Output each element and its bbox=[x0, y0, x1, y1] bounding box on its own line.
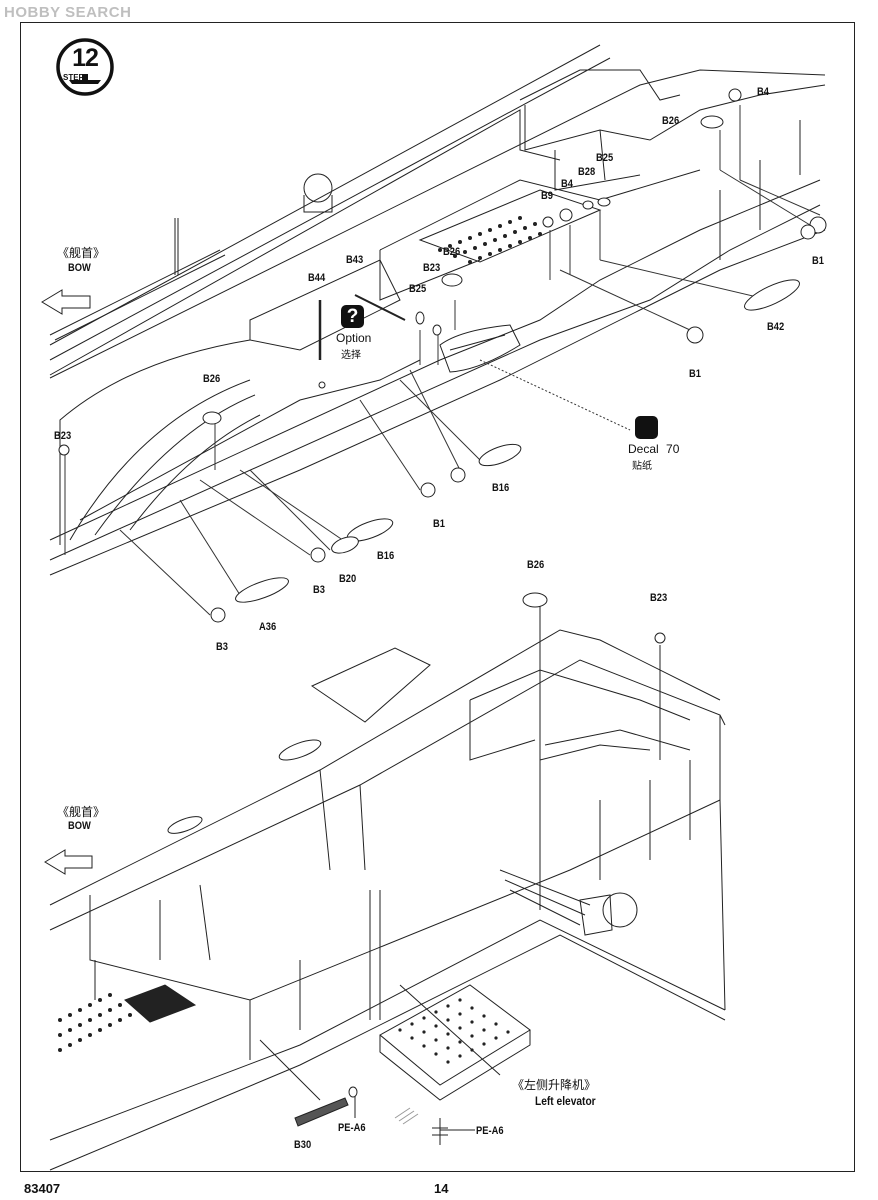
part-label: B25 bbox=[596, 152, 614, 164]
part-label: B30 bbox=[294, 1139, 312, 1151]
pe-hatch-mark bbox=[394, 1107, 419, 1125]
bow-arrow-top bbox=[41, 289, 91, 315]
bow-label-bottom-en: BOW bbox=[68, 820, 91, 832]
step-label: STEP bbox=[63, 73, 84, 82]
hull-bottom-drawing bbox=[44, 605, 726, 1171]
leader-lines-top bbox=[64, 105, 821, 616]
option-icon: ? bbox=[341, 305, 364, 328]
part-clusters-bottom bbox=[167, 592, 666, 1098]
option-label-cn: 选择 bbox=[341, 350, 361, 361]
step-number: 12 bbox=[72, 44, 99, 72]
page-number: 14 bbox=[434, 1181, 449, 1196]
part-label: B42 bbox=[767, 321, 785, 333]
elevator-label-en: Left elevator bbox=[535, 1094, 596, 1108]
part-label: B26 bbox=[443, 246, 461, 258]
part-label: B23 bbox=[423, 262, 441, 274]
deck-dots-bottom bbox=[58, 993, 510, 1064]
part-label: B4 bbox=[561, 178, 573, 190]
part-label: B3 bbox=[313, 584, 325, 596]
part-label: B43 bbox=[346, 254, 364, 266]
part-label: B1 bbox=[433, 518, 445, 530]
part-label: B23 bbox=[54, 430, 72, 442]
elevator-label-cn: 《左侧升降机》 bbox=[512, 1078, 597, 1092]
bow-label-bottom-cn: 《舰首》 bbox=[57, 805, 106, 819]
decal-label: Decal 70 bbox=[628, 442, 679, 456]
part-label: B4 bbox=[757, 86, 769, 98]
bow-label-top-en: BOW bbox=[68, 262, 91, 274]
part-label: B23 bbox=[650, 592, 668, 604]
part-label: B28 bbox=[578, 166, 596, 178]
watermark: HOBBY SEARCH bbox=[4, 4, 132, 21]
part-clusters-top bbox=[58, 88, 827, 623]
part-label: B16 bbox=[377, 550, 395, 562]
option-label: Option bbox=[336, 331, 372, 345]
part-label: B1 bbox=[812, 255, 824, 267]
part-label: B26 bbox=[527, 559, 545, 571]
part-label: B44 bbox=[308, 272, 326, 284]
decal-icon bbox=[635, 416, 658, 439]
bow-label-top-cn: 《舰首》 bbox=[57, 246, 106, 260]
part-label: B1 bbox=[689, 368, 701, 380]
catalog-number: 83407 bbox=[24, 1181, 61, 1196]
part-label: B9 bbox=[541, 190, 553, 202]
part-label: B25 bbox=[409, 283, 427, 295]
decal-number: 70 bbox=[666, 442, 680, 456]
part-label: B26 bbox=[662, 115, 680, 127]
deck-dots-top bbox=[438, 216, 542, 264]
step-circle-icon bbox=[56, 38, 114, 96]
hull-top-drawing bbox=[49, 44, 826, 576]
part-label: B26 bbox=[203, 373, 221, 385]
part-label: B16 bbox=[492, 482, 510, 494]
part-label: PE-A6 bbox=[338, 1122, 366, 1134]
part-label: B20 bbox=[339, 573, 357, 585]
part-label: A36 bbox=[259, 621, 277, 633]
part-label: PE-A6 bbox=[476, 1125, 504, 1137]
decal-label-cn: 贴纸 bbox=[632, 461, 652, 472]
step-badge: 12 STEP bbox=[55, 38, 115, 96]
page-frame bbox=[20, 22, 855, 1172]
decal-text: Decal bbox=[628, 442, 659, 456]
part-label: B3 bbox=[216, 641, 228, 653]
